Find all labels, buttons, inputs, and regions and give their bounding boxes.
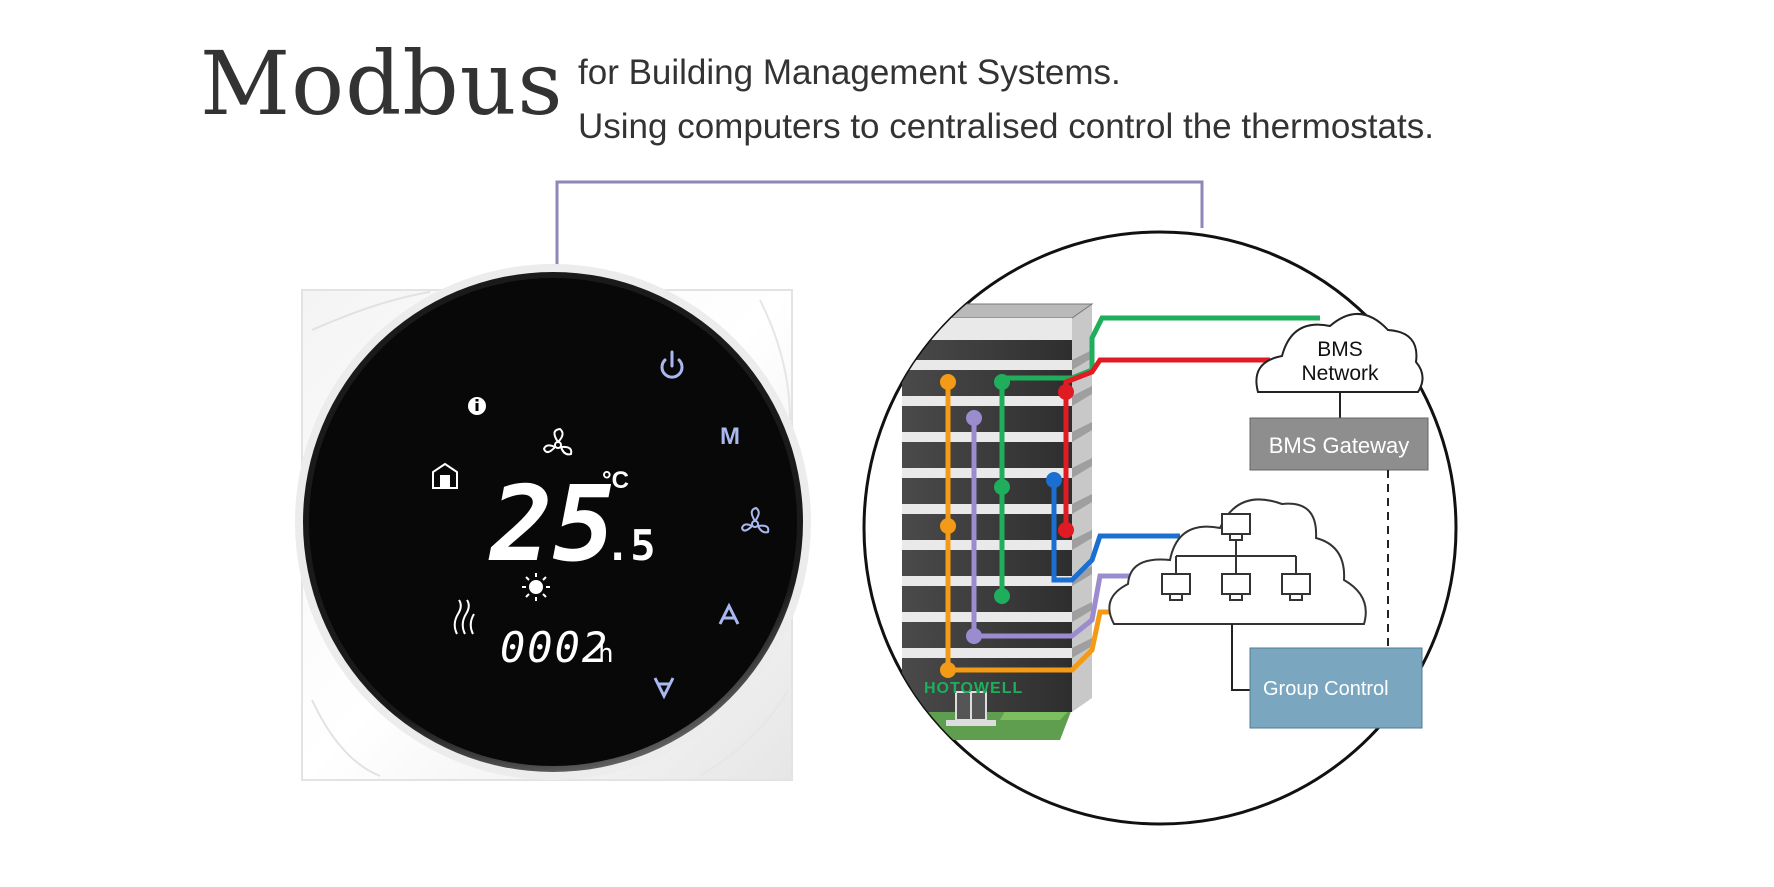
bms-network-cloud: BMS Network bbox=[1255, 312, 1424, 393]
subtitle-line-1: for Building Management Systems. bbox=[578, 53, 1121, 92]
wire-purple bbox=[971, 418, 1130, 639]
timer-unit: h bbox=[598, 639, 614, 669]
computer-icon bbox=[1281, 573, 1311, 601]
wire-blue bbox=[1051, 480, 1180, 583]
group-link bbox=[1231, 624, 1250, 691]
computer-network-cloud bbox=[1108, 498, 1367, 625]
temperature-unit: °C bbox=[602, 467, 629, 494]
group-control-label: Group Control bbox=[1263, 678, 1389, 700]
brand-label: HOTOWELL bbox=[924, 680, 1023, 697]
building-front bbox=[902, 318, 1072, 712]
power-button[interactable] bbox=[660, 350, 684, 379]
chevron-down-icon bbox=[653, 677, 675, 700]
fan-status-icon bbox=[542, 427, 573, 456]
bms-gateway-label: BMS Gateway bbox=[1269, 433, 1410, 458]
power-icon bbox=[660, 350, 684, 379]
thermostat: M bbox=[295, 264, 811, 781]
computer-icon bbox=[1161, 573, 1191, 601]
timer-value: 0002 bbox=[500, 623, 609, 672]
bms-network-line-1: BMS bbox=[1317, 338, 1363, 361]
temperature-value: 25 bbox=[488, 463, 615, 585]
subtitle: for Building Management Systems. Using c… bbox=[578, 46, 1434, 154]
page-title: Modbus bbox=[200, 32, 564, 135]
connector-line bbox=[555, 180, 1204, 268]
wire-orange bbox=[945, 382, 1112, 673]
computer-icon bbox=[1221, 573, 1251, 601]
mode-button[interactable]: M bbox=[720, 423, 740, 450]
up-button[interactable] bbox=[718, 602, 740, 625]
heating-icon bbox=[453, 599, 475, 635]
bms-diagram: HOTOWELL BMS Network BMS Gateway bbox=[862, 230, 1458, 826]
temperature-decimal: .5 bbox=[605, 521, 656, 570]
home-icon bbox=[432, 462, 458, 489]
bms-gateway-box bbox=[1249, 417, 1429, 471]
down-button[interactable] bbox=[653, 677, 675, 700]
info-icon bbox=[468, 397, 486, 415]
group-control-box bbox=[1249, 647, 1423, 729]
fan-button[interactable] bbox=[740, 506, 770, 534]
computer-icon bbox=[1221, 513, 1251, 541]
bms-network-line-2: Network bbox=[1301, 362, 1379, 385]
chevron-up-icon bbox=[718, 602, 740, 625]
subtitle-line-2: Using computers to centralised control t… bbox=[578, 107, 1434, 146]
fan-icon bbox=[740, 506, 770, 534]
building-roof bbox=[900, 303, 1094, 319]
sun-icon bbox=[522, 573, 550, 601]
